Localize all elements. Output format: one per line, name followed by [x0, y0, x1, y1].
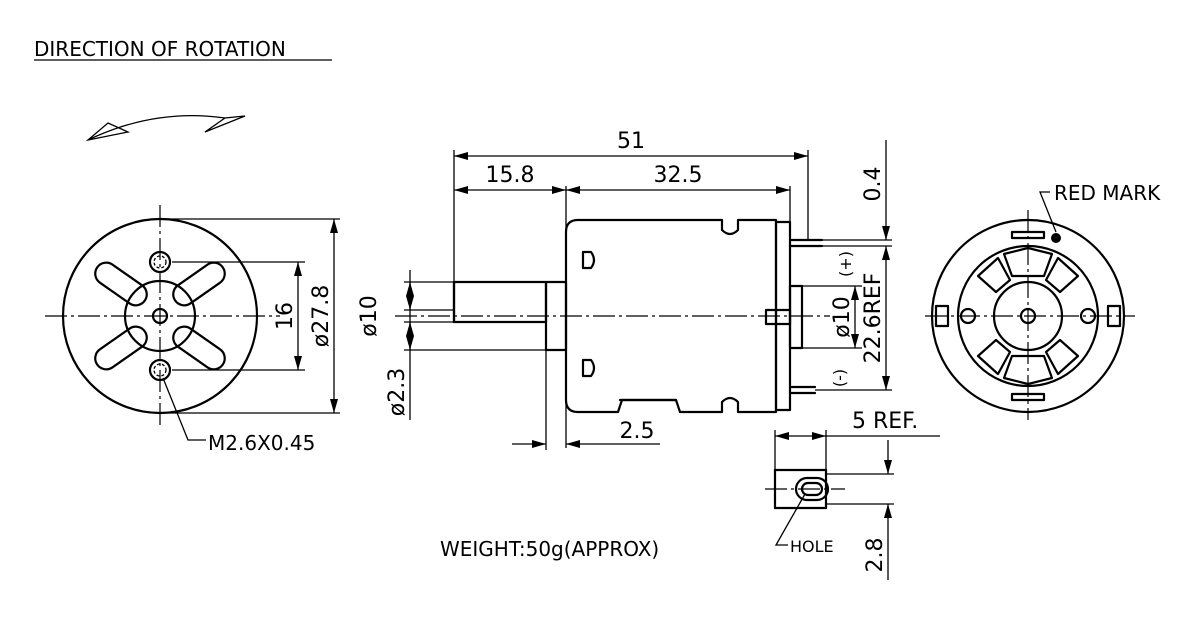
- dim-shaft-length: 15.8: [486, 163, 535, 188]
- rotation-arrow-icon: [85, 114, 246, 142]
- dim-pin-diameter: ø2.3: [385, 368, 410, 416]
- drawing-title: DIRECTION OF ROTATION: [34, 37, 286, 61]
- dim-body-length: 32.5: [654, 163, 703, 188]
- terminal-detail: 5 REF. 2.8 HOLE: [765, 409, 940, 580]
- side-view: 51 15.8 32.5 0.4 22.6REF (+) (-) ø10: [357, 129, 892, 450]
- red-mark-label: RED MARK: [1054, 181, 1161, 205]
- dim-hole-spacing: 16: [273, 302, 298, 330]
- thread-callout: M2.6X0.45: [208, 431, 315, 455]
- rear-view: RED MARK: [925, 181, 1161, 420]
- dim-terminal-offset: 0.4: [861, 167, 886, 202]
- polarity-negative: (-): [830, 369, 849, 387]
- dim-outer-diameter: ø27.8: [309, 285, 334, 347]
- polarity-positive: (+): [836, 251, 855, 277]
- front-view: 16 ø27.8 M2.6X0.45: [45, 205, 340, 455]
- hole-label: HOLE: [790, 537, 834, 556]
- dim-terminal-length: 5 REF.: [852, 409, 918, 434]
- dim-overall-length: 51: [617, 129, 645, 154]
- dim-terminal-span: 22.6REF: [861, 273, 886, 364]
- dim-terminal-width: 2.8: [863, 538, 888, 573]
- weight-note: WEIGHT:50g(APPROX): [440, 537, 659, 561]
- dim-boss-length: 2.5: [620, 419, 655, 444]
- dim-shaft-diameter: ø10: [357, 295, 382, 336]
- dim-boss-diameter: ø10: [830, 296, 855, 337]
